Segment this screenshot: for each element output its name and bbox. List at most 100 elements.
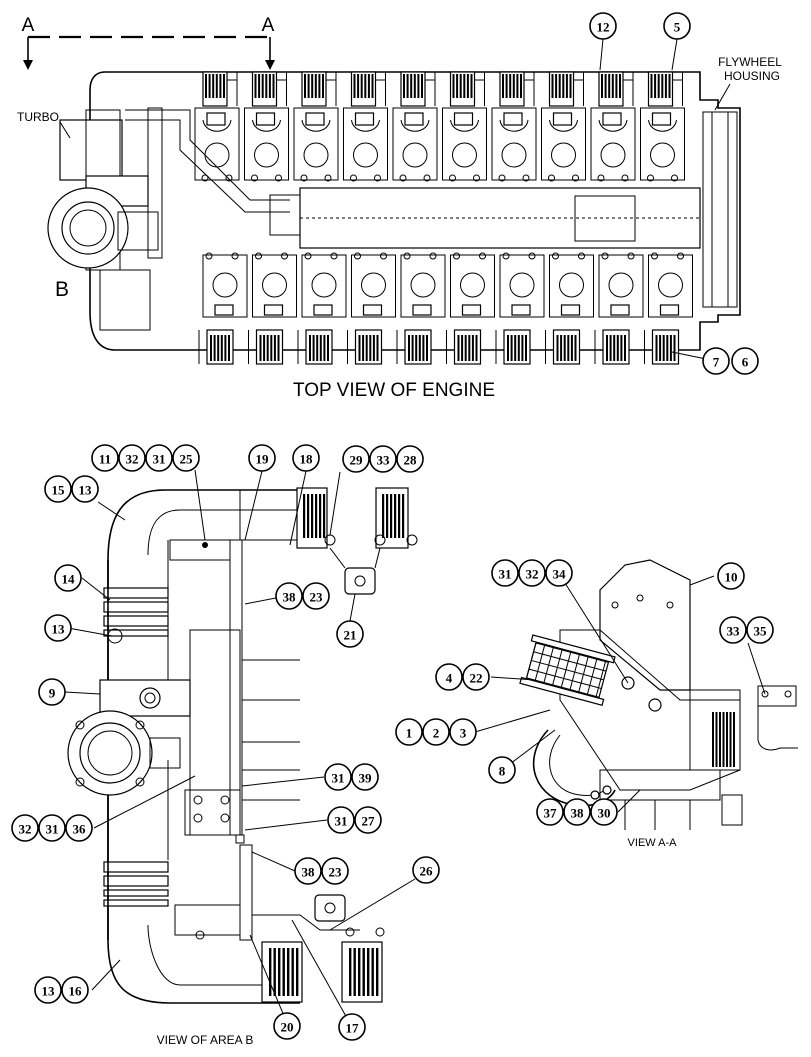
callout-balloon: [545, 559, 573, 587]
callout-number: 33: [727, 624, 741, 639]
callout-number: 23: [310, 590, 324, 605]
callout-number: 16: [69, 984, 83, 999]
callout-b-29-33-28: 29 33 28: [342, 445, 424, 473]
intake-elbows-bottom: [198, 329, 680, 365]
callout-balloon: [34, 976, 62, 1004]
callout-number: 25: [180, 452, 194, 467]
callout-balloon: [449, 718, 477, 746]
callout-number: 3: [460, 726, 467, 741]
bracket-plate: [599, 559, 691, 691]
callout-number: 33: [377, 453, 391, 468]
callout-balloon: [71, 475, 99, 503]
turbo-label: TURBO: [17, 110, 59, 124]
callout-aa-1-2-3: 1 2 3: [395, 718, 477, 746]
callout-number: 32: [19, 822, 32, 837]
bellows-lower: [261, 941, 383, 1003]
gasket-upper: [329, 547, 381, 595]
callout-number: 26: [420, 864, 434, 879]
callout-number: 32: [126, 452, 139, 467]
bellows-upper: [296, 487, 418, 549]
callout-balloon: [462, 663, 490, 691]
callout-number: 28: [404, 453, 418, 468]
callout-b-18: 18: [292, 444, 320, 472]
callout-balloon: [536, 798, 564, 826]
callout-number: 13: [42, 984, 56, 999]
callout-balloon: [488, 756, 516, 784]
callout-number: 8: [499, 764, 506, 779]
callout-balloon: [396, 445, 424, 473]
callout-aa-10: 10: [717, 562, 745, 590]
top-view-engine: A A TURBO FLYWHEEL HOUSING B: [17, 15, 782, 401]
callout-number: 36: [73, 822, 87, 837]
callout-balloon: [11, 814, 39, 842]
callout-balloon: [395, 718, 423, 746]
callout-balloon: [44, 614, 72, 642]
callout-number: 27: [362, 814, 376, 829]
callout-balloon: [44, 475, 72, 503]
callout-balloon: [273, 1012, 301, 1040]
callout-balloon: [324, 763, 352, 791]
callout-number: 22: [470, 671, 483, 686]
callout-balloon: [354, 806, 382, 834]
callout-b-31-27: 31 27: [327, 806, 382, 834]
callout-number: 18: [300, 452, 314, 467]
gasket-grid: [519, 634, 616, 707]
callout-balloon: [351, 763, 379, 791]
callout-number: 7: [713, 355, 720, 370]
section-label-a-right: A: [262, 15, 275, 36]
callout-number: 20: [281, 1020, 294, 1035]
callout-number: 11: [99, 452, 111, 467]
callout-balloon: [292, 444, 320, 472]
flywheel-housing: [702, 111, 738, 308]
callout-balloon: [590, 798, 618, 826]
callout-number: 31: [335, 814, 348, 829]
callout-balloon: [589, 12, 617, 40]
callout-number: 1: [406, 726, 413, 741]
callout-aa-33-35: 33 35: [719, 616, 774, 644]
callout-balloon: [145, 444, 173, 472]
callout-balloon: [491, 559, 519, 587]
flywheel-housing-label-line2: HOUSING: [724, 69, 780, 83]
callout-number: 6: [742, 355, 749, 370]
callout-balloon: [302, 582, 330, 610]
view-a-a-title: VIEW A-A: [628, 837, 678, 849]
callout-balloon: [38, 814, 66, 842]
callout-balloon: [702, 347, 730, 375]
turbo-assembly: [47, 107, 311, 331]
callout-balloon: [412, 856, 440, 884]
hose-clamp-lower: [103, 861, 169, 907]
callout-balloon: [422, 718, 450, 746]
callout-balloon: [435, 663, 463, 691]
engine-block-outline: [89, 71, 741, 351]
exhaust-flange: [67, 710, 181, 796]
callout-number: 30: [598, 806, 611, 821]
callout-balloon: [54, 564, 82, 592]
callout-number: 13: [79, 483, 93, 498]
callout-balloon: [172, 444, 200, 472]
callout-number: 13: [52, 622, 66, 637]
view-a-a: VIEW A-A: [474, 559, 798, 849]
callout-number: 2: [433, 726, 440, 741]
flywheel-housing-label-line1: FLYWHEEL: [718, 55, 782, 69]
cylinder-heads-top-row: [194, 107, 685, 182]
callout-balloon: [61, 976, 89, 1004]
callout-number: 29: [350, 453, 364, 468]
callout-balloon: [563, 798, 591, 826]
callout-number: 37: [544, 806, 558, 821]
callout-number: 10: [725, 570, 738, 585]
callout-number: 35: [754, 624, 768, 639]
callout-number: 38: [283, 590, 297, 605]
intake-elbows-top: [202, 71, 683, 107]
callout-number: 15: [52, 483, 66, 498]
callout-number: 38: [571, 806, 585, 821]
callout-b-9: 9: [38, 678, 66, 706]
callout-balloon: [663, 12, 691, 40]
callout-balloon: [65, 814, 93, 842]
